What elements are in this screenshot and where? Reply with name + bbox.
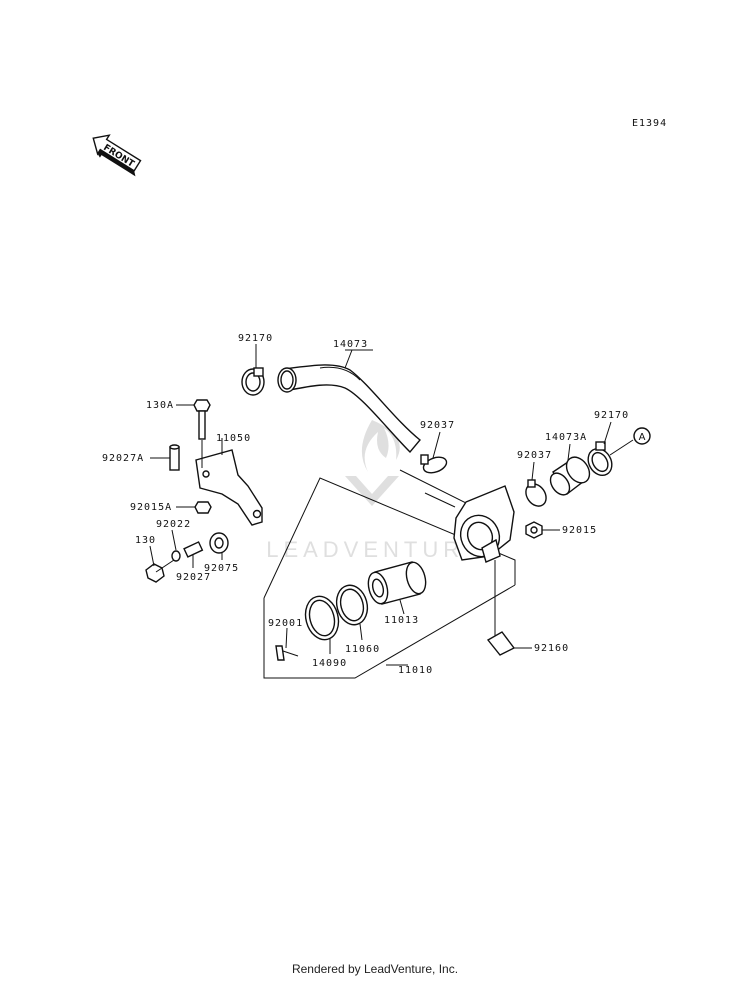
- cover-14090: 14090: [304, 595, 347, 669]
- air-cleaner-housing: [453, 485, 515, 563]
- clamp-92037-right: 92037: [517, 450, 552, 507]
- label-92037-right: 92037: [517, 450, 552, 461]
- bracket-11050: 11050: [195, 433, 263, 526]
- front-arrow-icon: FRONT: [92, 134, 142, 177]
- label-92022: 92022: [156, 519, 191, 530]
- collar-92027: 92027: [176, 541, 211, 583]
- label-14073: 14073: [333, 339, 368, 350]
- bolt-130a: 130A: [146, 399, 211, 440]
- reference-marker-a: A: [633, 427, 651, 445]
- filter-element-11013: 11013: [367, 561, 427, 626]
- label-plate-92160: 92160: [486, 560, 569, 656]
- label-92170-left: 92170: [238, 333, 273, 344]
- label-92015: 92015: [562, 525, 597, 536]
- hose-clamp-92170-left: 92170: [238, 333, 273, 396]
- diagram-code: E1394: [632, 118, 667, 129]
- label-92075: 92075: [204, 563, 239, 574]
- grommet-92075: 92075: [204, 532, 239, 574]
- intake-duct-14073: 14073: [277, 339, 421, 454]
- label-14090: 14090: [312, 658, 347, 669]
- collar-92027a: 92027A: [102, 444, 180, 471]
- label-14073a: 14073A: [545, 432, 587, 443]
- label-92170-right: 92170: [594, 410, 629, 421]
- leadventure-watermark: LEADVENTURE: [266, 420, 484, 562]
- label-92027: 92027: [176, 572, 211, 583]
- label-92027a: 92027A: [102, 453, 144, 464]
- label-11013: 11013: [384, 615, 419, 626]
- bolt-130: 130: [135, 535, 175, 583]
- hose-clamp-92170-right: 92170: [587, 410, 634, 477]
- label-11060: 11060: [345, 644, 380, 655]
- footer-credit: Rendered by LeadVenture, Inc.: [291, 962, 459, 976]
- rubber-joint-14073a: 14073A: [545, 432, 591, 496]
- label-92001: 92001: [268, 618, 303, 629]
- label-130: 130: [135, 535, 156, 546]
- label-92160: 92160: [534, 643, 569, 654]
- label-11010: 11010: [398, 665, 433, 676]
- wing-bolt-92001: 92001: [268, 618, 303, 661]
- label-92037-top: 92037: [420, 420, 455, 431]
- nut-92015: 92015: [525, 521, 597, 539]
- gasket-11060: 11060: [335, 584, 380, 655]
- nut-92015a: 92015A: [130, 501, 212, 514]
- reference-marker-label: A: [639, 432, 646, 443]
- watermark-text: LEADVENTURE: [266, 537, 484, 562]
- washer-92022: 92022: [156, 519, 191, 562]
- label-11050: 11050: [216, 433, 251, 444]
- label-92015a: 92015A: [130, 502, 172, 513]
- clamp-92037-top: 92037: [420, 420, 455, 474]
- label-130a: 130A: [146, 400, 174, 411]
